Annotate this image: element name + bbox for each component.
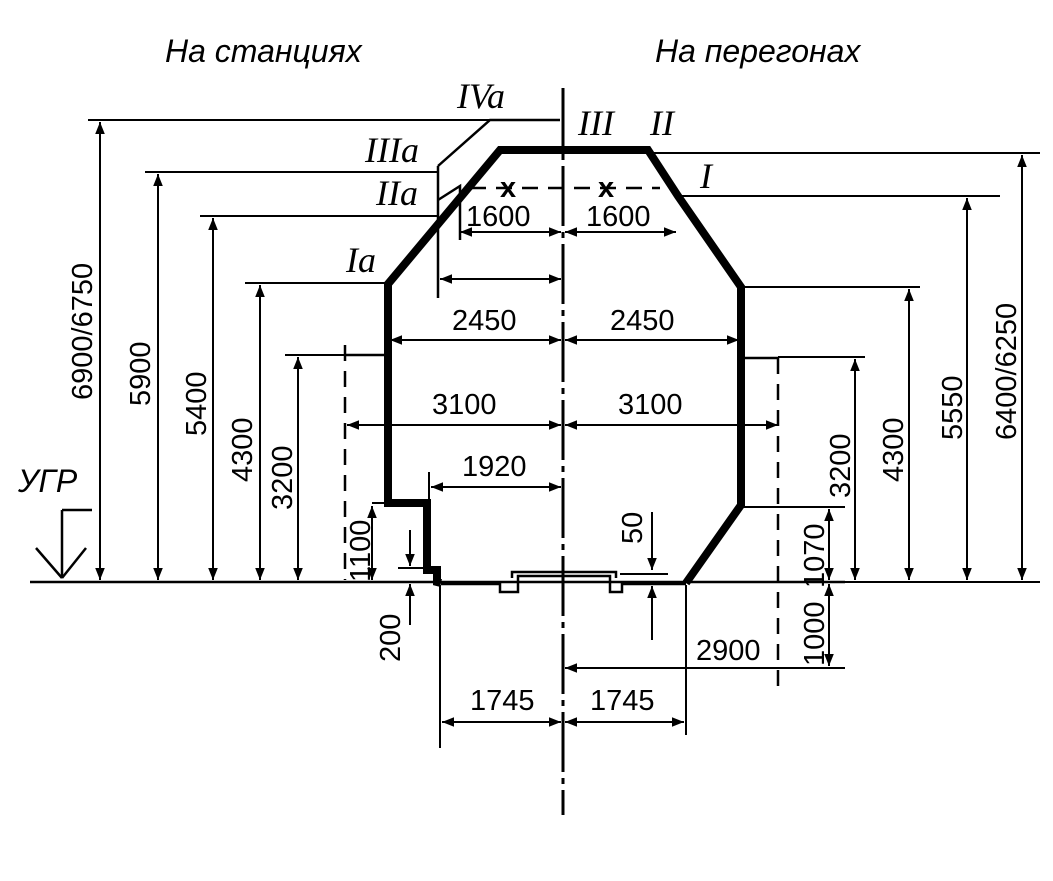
dim-5900: 5900 <box>125 341 157 406</box>
dim-5400: 5400 <box>181 371 213 436</box>
cross-mark-left: x <box>500 172 516 204</box>
dim-2900: 2900 <box>696 635 761 667</box>
outline-IVa <box>437 118 560 167</box>
dim-50: 50 <box>617 512 649 544</box>
dim-6400-6250: 6400/6250 <box>991 303 1023 440</box>
dim-5550: 5550 <box>937 375 969 440</box>
header-stations: На станциях <box>165 33 363 69</box>
dim-1070: 1070 <box>799 523 831 588</box>
label-III: III <box>577 103 616 143</box>
dim-1600-left: 1600 <box>466 201 531 233</box>
dim-3100-right: 3100 <box>618 389 683 421</box>
dim-4300-left: 4300 <box>227 417 259 482</box>
label-II: II <box>649 103 676 143</box>
dim-1600-right: 1600 <box>586 201 651 233</box>
dim-1745-left: 1745 <box>470 685 535 717</box>
dim-200: 200 <box>375 614 407 662</box>
label-IVa: IVa <box>456 76 505 116</box>
dim-3100-left: 3100 <box>432 389 497 421</box>
dim-2450-right: 2450 <box>610 305 675 337</box>
dim-4300-right: 4300 <box>878 417 910 482</box>
dim-1745-right: 1745 <box>590 685 655 717</box>
label-IIa: IIa <box>375 173 418 213</box>
dim-1920: 1920 <box>462 451 527 483</box>
dim-6900-6750: 6900/6750 <box>67 263 99 400</box>
ugr-label: УГР <box>17 463 78 499</box>
ugr-pointer-icon <box>35 508 92 579</box>
outline-IIa <box>437 183 462 240</box>
label-Ia: Ia <box>345 240 376 280</box>
dim-1000: 1000 <box>799 601 831 666</box>
dim-1100: 1100 <box>345 520 377 582</box>
cross-mark-right: x <box>598 172 614 204</box>
label-I: I <box>699 156 714 196</box>
rail-detail <box>441 570 686 594</box>
dim-3200-right: 3200 <box>825 433 857 498</box>
dim-2450-left: 2450 <box>452 305 517 337</box>
label-IIIa: IIIa <box>364 130 419 170</box>
dim-3200-left: 3200 <box>267 445 299 510</box>
header-hauls: На перегонах <box>655 33 861 69</box>
